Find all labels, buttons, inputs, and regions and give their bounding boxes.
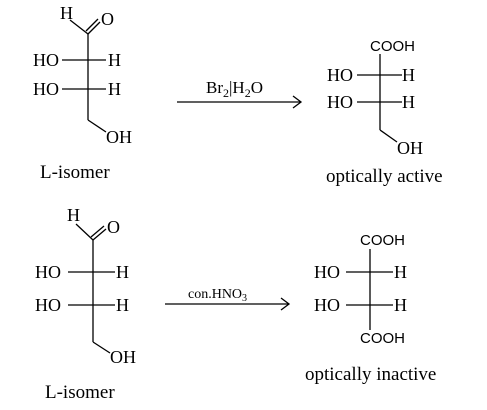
product-row1-right-label: H xyxy=(394,262,407,282)
aldehyde-co-double-bond xyxy=(85,18,99,32)
aldehyde-co-bond xyxy=(87,21,101,35)
product-top-label: COOH xyxy=(360,232,405,249)
ch2oh-bond xyxy=(92,341,111,354)
reactant-caption: L-isomer xyxy=(40,162,110,183)
product-row1-right-label: H xyxy=(402,65,415,85)
reagent-label: Br2|H2O xyxy=(206,78,263,100)
reaction-1-product: COOH HO H HO H OH optically active xyxy=(326,38,443,187)
aldehyde-co-double-bond xyxy=(90,225,105,238)
ch2oh-bond xyxy=(87,119,107,133)
aldehyde-ch-bond xyxy=(69,19,89,35)
aldehyde-h-label: H xyxy=(60,3,73,23)
product-bottom-label: OH xyxy=(397,138,423,158)
product-row2-left-label: HO xyxy=(314,295,340,315)
row1-right-label: H xyxy=(108,50,121,70)
product-row2-left-label: HO xyxy=(327,92,353,112)
reaction-arrow-head xyxy=(280,297,291,311)
reagent-label: con.HNO3 xyxy=(188,287,247,304)
reaction-1-reactant: H O HO H HO H OH L-isomer xyxy=(33,3,132,183)
row1-right-label: H xyxy=(116,262,129,282)
product-row2-right-label: H xyxy=(402,92,415,112)
reactant-caption: L-isomer xyxy=(45,382,115,403)
product-row1-left-label: HO xyxy=(314,262,340,282)
reaction-arrow-head xyxy=(292,95,303,109)
aldehyde-ch-bond xyxy=(75,223,94,241)
product-bottom-label: COOH xyxy=(360,330,405,347)
product-top-label: COOH xyxy=(370,38,415,55)
reaction-2-arrow-group: con.HNO3 xyxy=(165,287,291,311)
aldehyde-o-label: O xyxy=(107,217,120,237)
row2-left-label: HO xyxy=(33,79,59,99)
product-ch2oh-bond xyxy=(379,129,398,143)
reaction-2-product: COOH HO H HO H COOH optically inactive xyxy=(305,232,436,385)
reaction-2-reactant: H O HO H HO H OH L-isomer xyxy=(35,205,136,403)
product-row1-left-label: HO xyxy=(327,65,353,85)
row1-left-label: HO xyxy=(35,262,61,282)
row2-right-label: H xyxy=(116,295,129,315)
row2-left-label: HO xyxy=(35,295,61,315)
aldehyde-h-label: H xyxy=(67,205,80,225)
product-caption: optically active xyxy=(326,166,443,187)
bottom-oh-label: OH xyxy=(106,127,132,147)
bottom-oh-label: OH xyxy=(110,347,136,367)
product-row2-right-label: H xyxy=(394,295,407,315)
aldehyde-o-label: O xyxy=(101,9,114,29)
reaction-1-arrow-group: Br2|H2O xyxy=(177,78,303,109)
row1-left-label: HO xyxy=(33,50,59,70)
row2-right-label: H xyxy=(108,79,121,99)
product-caption: optically inactive xyxy=(305,364,436,385)
aldehyde-co-bond xyxy=(92,228,107,241)
